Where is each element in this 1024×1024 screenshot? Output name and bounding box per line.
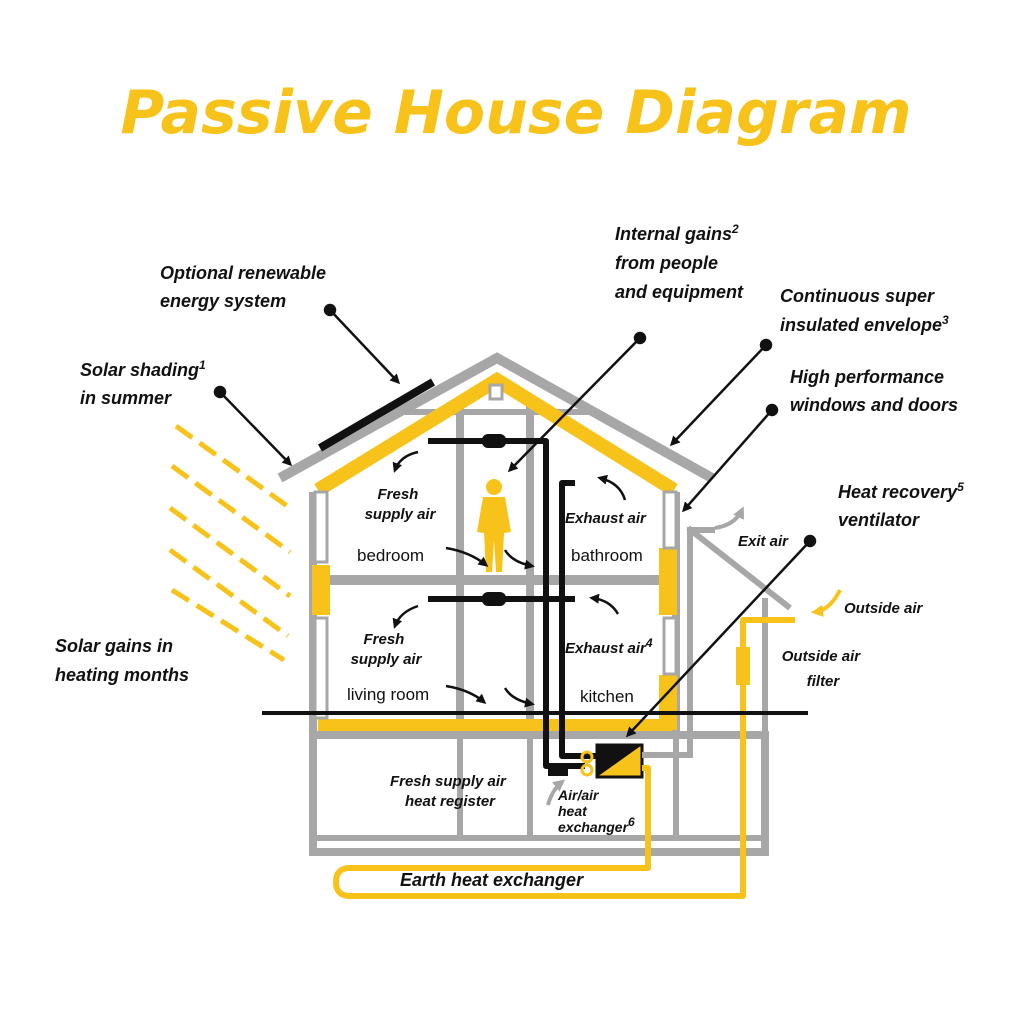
- label-exhaust-lower: Exhaust air4: [565, 636, 653, 657]
- earth-heat-exchanger-duct: [333, 617, 795, 899]
- sun-rays: [168, 423, 292, 663]
- person-icon: [477, 479, 511, 572]
- label-heat-recovery: Heat recovery5 ventilator: [838, 475, 969, 530]
- label-outside-air-filter: Outside air filter: [782, 648, 865, 690]
- label-fresh-supply-upper: Fresh supply air: [365, 486, 437, 523]
- airflow-arrows: [392, 450, 627, 708]
- room-kitchen: kitchen: [580, 687, 634, 706]
- room-bedroom: bedroom: [357, 546, 424, 565]
- label-windows: High performance windows and doors: [790, 367, 958, 415]
- label-exit-air: Exit air: [738, 533, 789, 550]
- ventilation-ducts: [428, 438, 600, 769]
- label-solar-shading: Solar shading1 in summer: [80, 353, 211, 408]
- label-outside-air: Outside air: [844, 600, 924, 617]
- label-fresh-supply-lower: Fresh supply air: [351, 631, 423, 668]
- label-exhaust-upper: Exhaust air: [565, 510, 647, 527]
- label-earth-heat-exchanger: Earth heat exchanger: [400, 870, 584, 890]
- windows: [313, 383, 678, 720]
- duct-dampers: [482, 434, 506, 606]
- leader-lines: [213, 303, 817, 738]
- label-solar-gains: Solar gains in heating months: [55, 636, 189, 685]
- room-bathroom: bathroom: [571, 546, 643, 565]
- register-arrow: [546, 779, 566, 806]
- page-title: Passive House Diagram: [120, 78, 911, 148]
- label-renewable-energy: Optional renewable energy system: [160, 263, 331, 311]
- outside-air-arrow: [811, 589, 842, 617]
- label-envelope: Continuous super insulated envelope3: [780, 286, 949, 335]
- label-fresh-register: Fresh supply air heat register: [390, 773, 510, 810]
- exit-air-arrow: [714, 506, 745, 530]
- outside-air-filter-box: [736, 647, 750, 685]
- heat-recovery-unit: [548, 743, 644, 779]
- exit-air-duct: [642, 527, 715, 758]
- label-air-exchanger: Air/air heat exchanger6: [557, 787, 635, 835]
- room-living-room: living room: [347, 685, 429, 704]
- label-internal-gains: Internal gains2 from people and equipmen…: [615, 217, 744, 302]
- insulated-envelope: [312, 371, 678, 731]
- house-structure: [277, 352, 792, 856]
- solar-panel: [317, 378, 436, 452]
